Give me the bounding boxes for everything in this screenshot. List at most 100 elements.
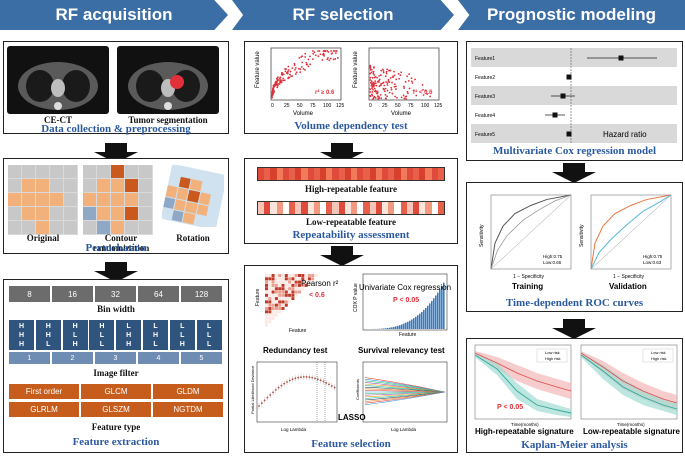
heatmap-cell (375, 202, 383, 214)
grid-cell (83, 179, 96, 192)
feature-selection-panel: Feature Feature Pearson r² < 0.6 Univari… (244, 265, 458, 453)
heatmap-cell (307, 202, 314, 214)
km-legend-low-low: Low risk (651, 350, 666, 355)
scatter-tick: 125 (434, 103, 443, 109)
grid-cell (22, 179, 35, 192)
grid-cell (22, 221, 35, 234)
heatmap-cell (382, 202, 389, 214)
roc-legend-val-high: High:0.75 (643, 254, 663, 259)
heatmap-cell (338, 202, 345, 214)
feature-type-cell: GLCM (81, 384, 151, 399)
feature-extraction-caption: Feature extraction (72, 436, 160, 448)
bin-width-cell: 128 (181, 286, 222, 302)
filter-code: L H H (116, 320, 142, 350)
heatmap-cell (363, 202, 370, 214)
grid-cell (22, 193, 35, 206)
scatter-tick: 0 (271, 103, 274, 109)
heatmap-cell (357, 168, 364, 180)
low-repeatable-label: Low-repeatable feature (306, 217, 396, 227)
bin-width-cell: 8 (9, 286, 50, 302)
heatmap-cell (320, 168, 327, 180)
heatmap-cell (344, 202, 352, 214)
data-collection-panel: CE-CT Tumor segmentation Data collection… (3, 41, 229, 135)
km-low-label: Low-repeatable signature (583, 427, 680, 436)
grid-cell (83, 193, 96, 206)
bin-width-cell: 32 (95, 286, 136, 302)
rotation-grid (162, 165, 224, 227)
filter-code: L H L (143, 320, 168, 350)
feature-type-cell: GLRLM (9, 402, 79, 417)
grid-cell (125, 221, 138, 234)
km-legend-high-low: High risk (651, 356, 667, 361)
grid-cell (50, 207, 63, 220)
heatmap-cell (295, 202, 302, 214)
grid-cell (111, 179, 124, 192)
km-high-label: High-repeatable signature (475, 427, 574, 436)
bin-width-cell: 16 (52, 286, 93, 302)
down-arrow-icon (552, 319, 596, 339)
heatmap-cell (382, 168, 389, 180)
heatmap-cell (400, 168, 407, 180)
low-repeatable-heatmap (257, 201, 445, 215)
heatmap-cell (400, 202, 407, 214)
grid-cell (64, 221, 77, 234)
grid-cell (97, 193, 110, 206)
heatmap-cell (406, 202, 414, 214)
roc-y2: Sensitivity (579, 224, 585, 247)
km-legend-low-high: Low risk (545, 350, 560, 355)
survival-label: Survival relevancy test (358, 346, 445, 355)
heatmap-cell (419, 168, 426, 180)
segmentation-image (117, 46, 219, 114)
roc-legend-train-low: Low:0.65 (543, 260, 562, 265)
grid-cell (36, 165, 49, 178)
redundancy-heatmap: Feature Feature Pearson r² < 0.6 (255, 274, 339, 334)
grid-cell (125, 207, 138, 220)
down-arrow-icon (552, 163, 596, 183)
high-repeatable-label: High-repeatable feature (305, 184, 397, 194)
scatter2-ylabel: Feature value (353, 51, 359, 88)
grid-cell (139, 179, 152, 192)
forest-feature-label: Feature4 (475, 113, 495, 119)
perturbation-panel: Original Contour randomization Rotation … (3, 158, 229, 254)
grid-cell (64, 207, 77, 220)
grid-cell (139, 207, 152, 220)
grid-cell (111, 193, 124, 206)
filter-code: H L L (89, 320, 115, 350)
filter-code: H L H (62, 320, 88, 350)
cox-axis: COX P value (353, 283, 359, 312)
grid-cell (36, 179, 49, 192)
km-caption: Kaplan-Meier analysis (521, 439, 628, 451)
heatmap-cell (276, 168, 283, 180)
grid-cell (111, 165, 124, 178)
survival-feature-axis: Feature (399, 332, 416, 338)
filter-code: L L H (169, 320, 195, 350)
grid-cell (111, 221, 124, 234)
forest-point (618, 55, 624, 61)
filter-code: H H H (9, 320, 34, 350)
km-plot-high: P < 0.05 Time(months) Low risk High risk (474, 344, 572, 427)
grid-cell (97, 179, 110, 192)
grid-cell (207, 205, 220, 219)
heatmap-cell (289, 168, 296, 180)
filter-code: L L L (196, 320, 222, 350)
grid-cell (97, 165, 110, 178)
down-arrow-icon (94, 143, 138, 163)
heatmap-cell (369, 168, 376, 180)
heatmap-cell (282, 168, 290, 180)
scatter-tick: 50 (395, 103, 401, 109)
scatter-plot-correlated (270, 47, 342, 101)
p-threshold: P < 0.05 (393, 297, 419, 304)
lasso-deviance-plot: Log Lambda Partial Likelihood Deviance (250, 361, 338, 432)
repeatability-caption: Repeatability assessment (292, 229, 410, 241)
heatmap-cell (425, 168, 432, 180)
scatter-tick: 125 (336, 103, 345, 109)
roc-y1: Sensitivity (479, 224, 485, 247)
heatmap-cell (344, 168, 352, 180)
roc-training-plot: Sensitivity 1 − Specificity High:0.75 Lo… (479, 194, 572, 280)
km-plot-low: Time(months) Low risk High risk (580, 344, 678, 427)
heatmap-cell (313, 202, 321, 214)
lasso-coefficient-plot: Log Lambda Coefficients (355, 361, 448, 432)
heatmap-cell (406, 168, 414, 180)
